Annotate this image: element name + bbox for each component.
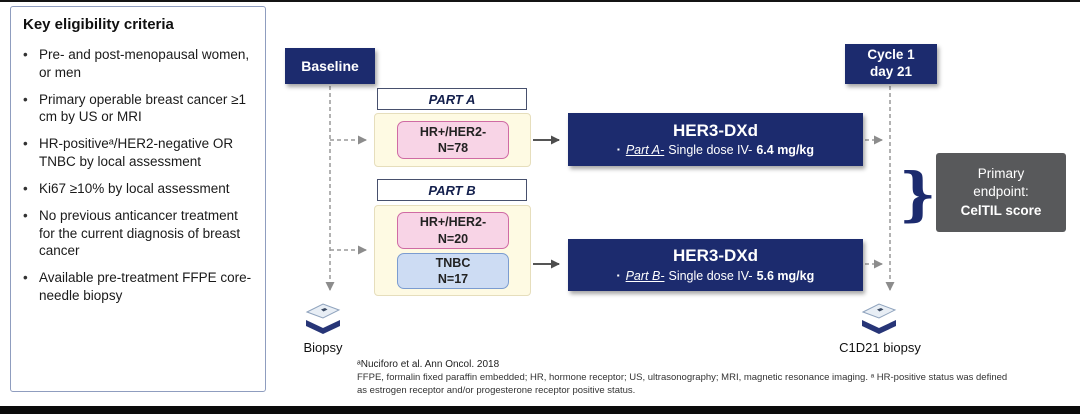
eligibility-item-text: HR-positiveᵃ/HER2-negative OR TNBC by lo… (39, 136, 234, 170)
list-item: • Primary operable breast cancer ≥1 cm by… (23, 91, 253, 127)
eligibility-title: Key eligibility criteria (23, 16, 174, 33)
primary-endpoint-box: Primary endpoint: CelTIL score (936, 153, 1066, 232)
part-a-treatment-box: HER3-DXd ▪ Part A-Single dose IV-6.4 mg/k… (568, 113, 863, 166)
footnote-abbreviations: FFPE, formalin fixed paraffin embedded; … (357, 372, 1008, 396)
list-item: • Available pre-treatment FFPE core-needl… (23, 269, 253, 305)
dose-line: ▪ Part B-Single dose IV-5.6 mg/kg (617, 269, 815, 283)
bottom-frame-bar (0, 406, 1080, 414)
cohort-label: HR+/HER2- (419, 124, 487, 139)
cohort-n: N=17 (437, 272, 469, 286)
eligibility-item-text: Pre- and post-menopausal women, or men (39, 47, 250, 80)
cohort-n: N=20 (437, 231, 469, 246)
drug-name: HER3-DXd (672, 246, 758, 266)
bullet-icon: • (23, 180, 28, 196)
cycle-line2: day 21 (869, 64, 913, 79)
part-a-header: PART A (377, 88, 527, 110)
dose-line: ▪ Part A-Single dose IV-6.4 mg/kg (617, 143, 814, 157)
list-item: • No previous anticancer treatment for th… (23, 207, 253, 260)
curly-brace: } (899, 160, 937, 228)
cohort-label: HR+/HER2- (419, 215, 487, 230)
biopsy-label: Biopsy (303, 340, 343, 355)
list-item: • Pre- and post-menopausal women, or men (23, 46, 253, 82)
part-b-treatment-box: HER3-DXd ▪ Part B-Single dose IV-5.6 mg/k… (568, 239, 863, 291)
top-frame-bar (0, 0, 1080, 2)
square-bullet-icon: ▪ (616, 145, 620, 155)
eligibility-panel: Key eligibility criteria • Pre- and post-… (10, 6, 266, 392)
biopsy-icon (305, 303, 341, 334)
bullet-icon: • (23, 91, 28, 107)
dose-part-label: Part B- (625, 268, 665, 283)
c1d21-biopsy-label: C1D21 biopsy (839, 340, 921, 355)
cohort-label: TNBC (435, 255, 471, 270)
bullet-icon: • (23, 207, 28, 223)
biopsy-icon (861, 303, 897, 334)
cycle1-day21-box: Cycle 1 day 21 (845, 44, 937, 84)
cycle-line1: Cycle 1 (867, 47, 915, 63)
list-item: • HR-positiveᵃ/HER2-negative OR TNBC by l… (23, 135, 253, 171)
drug-name: HER3-DXd (672, 120, 758, 140)
endpoint-label: Primary endpoint: (973, 166, 1029, 200)
eligibility-item-text: No previous anticancer treatment for the… (39, 207, 241, 259)
part-b-header: PART B (377, 179, 527, 201)
baseline-box: Baseline (285, 48, 375, 84)
square-bullet-icon: ▪ (616, 270, 620, 280)
endpoint-score: CelTIL score (960, 202, 1042, 218)
dose-value: 5.6 mg/kg (756, 268, 815, 283)
dose-part-label: Part A- (625, 143, 665, 158)
cohort-n: N=78 (437, 141, 469, 155)
bullet-icon: • (23, 47, 28, 62)
bullet-icon: • (23, 136, 28, 152)
dose-value: 6.4 mg/kg (756, 143, 815, 158)
eligibility-item-text: Available pre-treatment FFPE core-needle… (39, 270, 252, 303)
bullet-icon: • (23, 270, 28, 286)
eligibility-list: •Pre- and post-menopausal women, or men … (23, 46, 253, 305)
part-b-cohort-box-hr: HR+/HER2- N=20 (397, 212, 509, 249)
list-item: • Ki67 ≥10% by local assessment (23, 180, 253, 198)
part-a-cohort-box: HR+/HER2- N=78 (397, 121, 509, 159)
footnote-reference: ᵃNuciforo et al. Ann Oncol. 2018 (357, 359, 500, 370)
dose-description: Single dose IV- (668, 143, 753, 158)
eligibility-item-text: Ki67 ≥10% by local assessment (39, 180, 230, 196)
part-b-cohort-box-tnbc: TNBC N=17 (397, 253, 509, 289)
dose-description: Single dose IV- (668, 268, 753, 283)
eligibility-item-text: Primary operable breast cancer ≥1 cm by … (39, 91, 247, 125)
